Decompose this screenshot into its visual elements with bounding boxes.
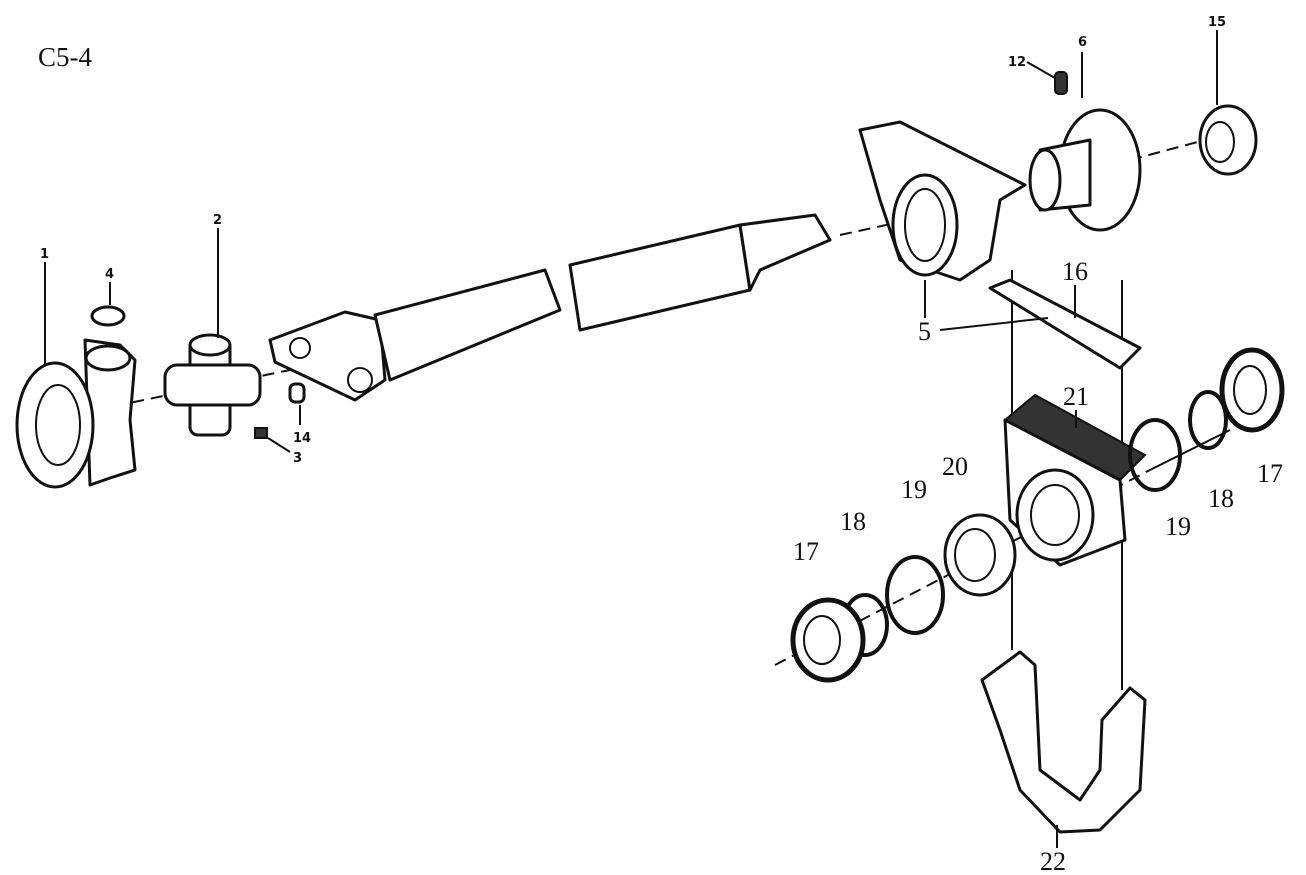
callout-3: 3 <box>293 451 302 466</box>
bolt <box>1054 71 1068 95</box>
callout-17-left: 17 <box>793 537 819 566</box>
callout-22: 22 <box>1040 847 1066 875</box>
callout-4: 4 <box>105 267 114 282</box>
flange-yoke <box>15 338 137 489</box>
lock-nut <box>1198 104 1258 176</box>
callout-14: 14 <box>293 431 311 446</box>
lock-washer <box>90 305 126 327</box>
callout-19-left: 19 <box>901 475 927 504</box>
oil-seal-left <box>790 597 866 683</box>
callout-19-right: 19 <box>1165 512 1191 541</box>
companion-flange <box>1028 108 1142 232</box>
callout-15: 15 <box>1208 15 1226 30</box>
universal-joint-cross <box>163 333 262 437</box>
callout-17-right: 17 <box>1257 459 1283 488</box>
callout-2: 2 <box>213 213 222 228</box>
leader-lines <box>44 30 1218 848</box>
callout-1: 1 <box>40 247 49 262</box>
propeller-shaft <box>268 213 832 402</box>
callout-16: 16 <box>1062 257 1088 286</box>
diagram-id: C5-4 <box>38 42 93 72</box>
callout-18-right: 18 <box>1208 484 1234 513</box>
snap-ring-left <box>885 555 945 635</box>
bushing <box>288 382 306 404</box>
oil-seal-right <box>1219 347 1285 433</box>
u-bracket <box>980 650 1147 834</box>
callout-18-left: 18 <box>840 507 866 536</box>
callout-6: 6 <box>1078 35 1087 50</box>
grease-nipple <box>254 427 268 439</box>
callout-5: 5 <box>918 317 931 346</box>
rubber-cushion <box>1003 393 1147 567</box>
shim-plate <box>988 278 1142 370</box>
center-bearing-bracket <box>858 120 1027 282</box>
callout-20: 20 <box>942 452 968 481</box>
snap-ring-right <box>1128 418 1182 492</box>
washer-right <box>1188 390 1228 450</box>
ball-bearing <box>943 513 1017 597</box>
callout-12: 12 <box>1008 55 1026 70</box>
callout-21: 21 <box>1063 382 1089 411</box>
